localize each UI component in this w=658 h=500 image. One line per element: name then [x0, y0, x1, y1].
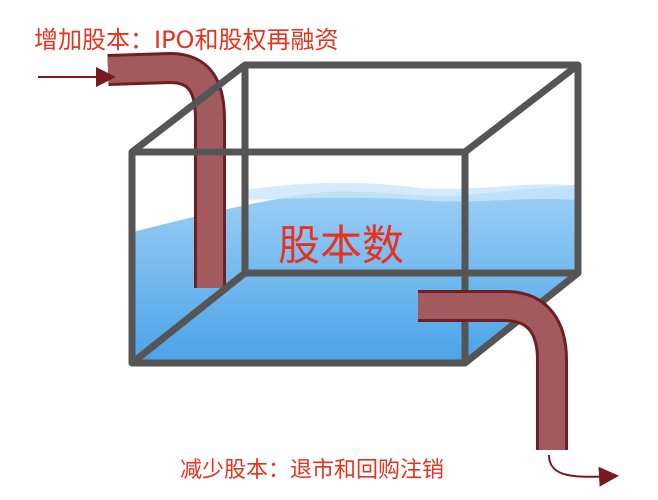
water-surface — [245, 182, 578, 202]
outlet-arrow — [548, 454, 619, 487]
decrease-shares-label: 减少股本：退市和回购注销 — [180, 458, 445, 483]
share-count-label: 股本数 — [278, 221, 405, 270]
outlet-pipe — [418, 290, 568, 450]
inlet-pipe — [107, 51, 226, 288]
increase-shares-label: 增加股本：IPO和股权再融资 — [34, 26, 339, 54]
